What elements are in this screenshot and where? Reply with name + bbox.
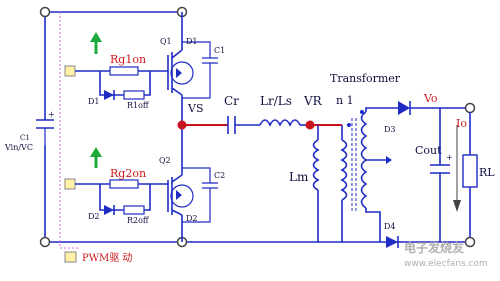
gate-drive-q2 <box>64 147 168 215</box>
lr-inductor <box>259 119 301 127</box>
c1-left-label: C1 <box>20 134 30 142</box>
rl-label: RL <box>479 166 495 179</box>
lm-inductor <box>312 139 320 191</box>
d2-fet-label: D2 <box>186 214 198 223</box>
lr-label: Lr/Ls <box>260 94 292 108</box>
current-arrow-icon <box>453 200 461 212</box>
half-bridge <box>167 12 218 242</box>
d2-left-label: D2 <box>88 212 100 221</box>
r1off-label: R1off <box>127 101 150 110</box>
r2off-label: R2off <box>127 216 150 225</box>
vr-label: VR <box>303 94 323 108</box>
d2-diode <box>104 205 114 215</box>
q2-mosfet <box>167 174 183 216</box>
node-vs <box>177 120 187 130</box>
cout-capacitor <box>430 108 450 242</box>
rg1on-label: Rg1on <box>110 53 146 66</box>
pwm-legend-pad <box>64 251 77 263</box>
cout-label: Cout <box>415 144 442 157</box>
q1-label: Q1 <box>160 37 172 46</box>
c1-fet-label: C1 <box>214 46 225 55</box>
gate-drive-boundary <box>59 12 80 249</box>
d1-left-label: D1 <box>88 97 100 106</box>
d3-label: D3 <box>384 125 396 134</box>
output-stage: + <box>379 101 478 248</box>
vin-label: Vin/VC <box>4 143 33 152</box>
transformer-core <box>351 118 357 212</box>
rl-resistor <box>462 154 478 188</box>
rg2on-label: Rg2on <box>110 167 146 180</box>
terminal-vo <box>464 102 476 114</box>
transformer <box>340 107 392 242</box>
input-capacitor <box>36 119 54 129</box>
d1-diode <box>104 90 114 100</box>
d1-fet-label: D1 <box>186 37 198 46</box>
d3-diode <box>398 101 410 115</box>
q2-snubber-capacitor <box>182 167 218 223</box>
watermark-url: www.elecfans.com <box>404 259 488 269</box>
io-label: Io <box>456 117 467 130</box>
transformer-secondary <box>360 111 368 209</box>
cr-label: Cr <box>224 94 239 108</box>
pwm-legend-label: PWM驱 动 <box>82 252 132 264</box>
svg-text:+: + <box>446 153 453 162</box>
terminal-ground <box>464 236 476 248</box>
d4-diode <box>386 236 398 248</box>
q1-mosfet <box>167 49 183 96</box>
vs-label: VS <box>187 102 203 115</box>
terminal-bottom-left <box>39 236 51 248</box>
q1-snubber-capacitor <box>182 41 218 99</box>
svg-text:+: + <box>48 110 55 119</box>
watermark-text: 电子发烧友 <box>404 240 464 255</box>
q2-label: Q2 <box>159 156 171 165</box>
node-vr <box>305 120 315 130</box>
r1off-resistor <box>123 90 145 100</box>
pad-q2 <box>64 178 76 190</box>
transformer-primary <box>340 139 348 201</box>
d4-label: D4 <box>384 222 396 231</box>
terminal-top-left <box>39 6 51 18</box>
n1-label: n 1 <box>336 94 354 107</box>
transformer-label: Transformer <box>330 72 401 85</box>
r2off-resistor <box>123 205 145 215</box>
vo-label: Vo <box>423 92 438 105</box>
rg1on-resistor <box>109 66 139 76</box>
cr-capacitor <box>227 116 236 134</box>
rg2on-resistor <box>109 179 139 189</box>
lm-label: Lm <box>289 170 309 184</box>
resonant-tank <box>177 116 342 242</box>
pad-q1 <box>64 65 76 77</box>
c2-fet-label: C2 <box>214 171 225 180</box>
gate-drive-q1 <box>64 32 168 100</box>
